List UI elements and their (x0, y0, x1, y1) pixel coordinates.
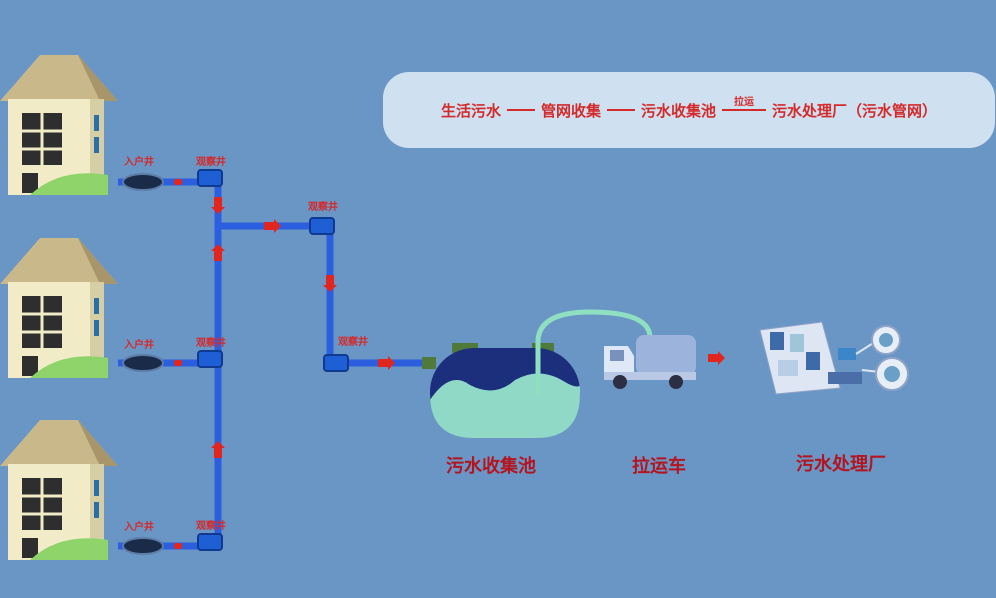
flow-arrow-to-plant (708, 351, 725, 365)
inspection-well-label: 观察井 (196, 521, 226, 532)
banner-step-treatment-plant: 污水处理厂（污水管网） (772, 101, 938, 120)
pipe-markers (174, 179, 182, 549)
flow-arrow-right (378, 356, 395, 370)
banner-transport-connector: 拉运 (722, 97, 767, 111)
household-well-middle (122, 354, 164, 372)
collection-tank (422, 309, 653, 438)
inspection-well-3 (197, 533, 223, 551)
flow-arrow-up (211, 441, 225, 458)
inspection-well-2 (197, 350, 223, 368)
inspection-well-1 (197, 169, 223, 187)
household-well-top (122, 173, 164, 191)
inspection-well-label: 观察井 (338, 337, 368, 348)
truck-label: 拉运车 (632, 456, 686, 477)
household-well-label: 入户井 (124, 157, 154, 168)
banner-step-pipe-collection: 管网收集 (540, 101, 601, 120)
house-bottom (0, 418, 120, 562)
flow-arrow-down (323, 275, 337, 292)
banner-step-domestic-sewage: 生活污水 (440, 101, 501, 120)
flow-arrow-up (211, 244, 225, 261)
banner-transport-label: 拉运 (734, 97, 755, 108)
inspection-well-label: 观察井 (196, 338, 226, 349)
banner-step-collection-tank: 污水收集池 (641, 101, 717, 120)
treatment-plant (759, 321, 909, 395)
treatment-plant-label: 污水处理厂 (796, 454, 886, 475)
flow-banner: 生活污水 管网收集 污水收集池 拉运 污水处理厂（污水管网） (383, 72, 995, 148)
inspection-well-4 (309, 217, 335, 235)
banner-connector (506, 109, 535, 111)
flow-arrow-down (211, 197, 225, 214)
household-well-label: 入户井 (124, 340, 154, 351)
inspection-well-label: 观察井 (308, 202, 338, 213)
inspection-well-5 (323, 354, 349, 372)
collection-tank-label: 污水收集池 (446, 456, 536, 477)
household-well-bottom (122, 537, 164, 555)
household-well-label: 入户井 (124, 522, 154, 533)
house-middle (0, 236, 120, 380)
flow-arrow-right (264, 219, 281, 233)
banner-connector (607, 109, 635, 111)
inspection-well-label: 观察井 (196, 157, 226, 168)
transport-truck (604, 335, 696, 389)
house-top (0, 53, 120, 197)
